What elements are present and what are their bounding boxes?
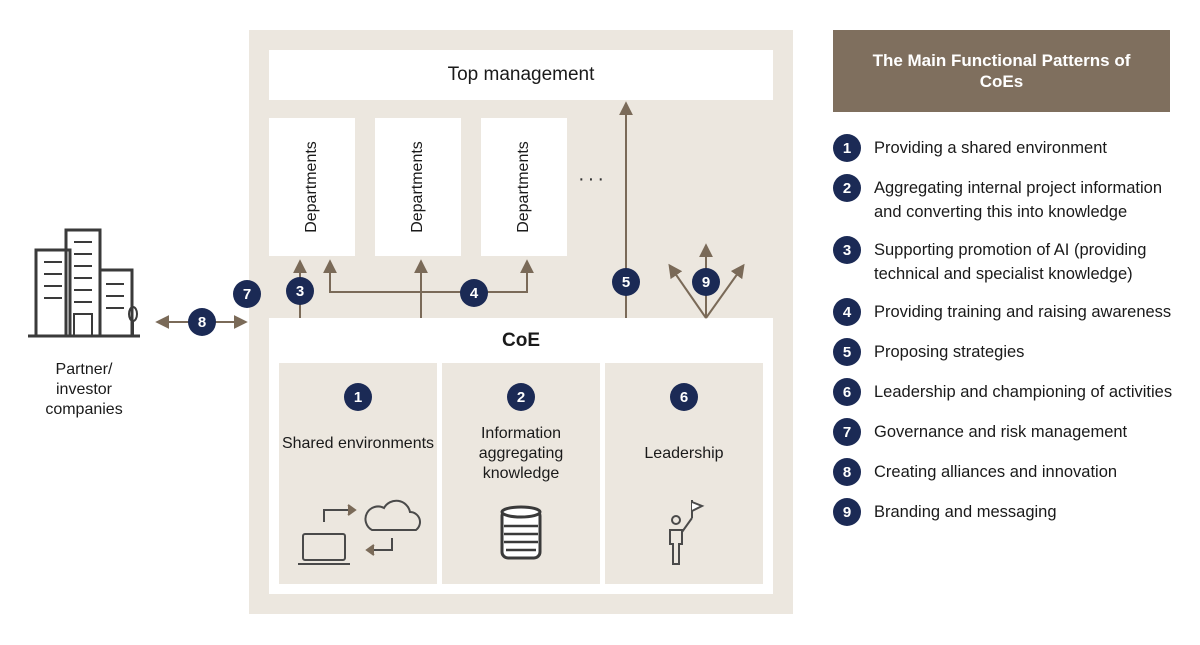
- top-management-box: Top management: [269, 50, 773, 100]
- legend-badge-2: 2: [833, 174, 861, 202]
- legend-title: The Main Functional Patterns of CoEs: [833, 30, 1170, 112]
- legend-item-8: 8 Creating alliances and innovation: [833, 458, 1178, 486]
- partner-companies-label: Partner/ investor companies: [45, 361, 123, 418]
- legend-item-6: 6 Leadership and championing of activiti…: [833, 378, 1178, 406]
- legend-badge-9: 9: [833, 498, 861, 526]
- legend-text-4: Providing training and raising awareness: [874, 303, 1172, 321]
- legend-badge-5: 5: [833, 338, 861, 366]
- more-departments-ellipsis: ···: [578, 168, 607, 190]
- legend-text-6: Leadership and championing of activities: [874, 383, 1173, 401]
- legend-badge-3: 3: [833, 236, 861, 264]
- laptop-cloud-sync-icon: [298, 499, 421, 565]
- legend-text-9: Branding and messaging: [874, 503, 1057, 521]
- legend-badge-4: 4: [833, 298, 861, 326]
- badge-8: 8: [188, 308, 216, 336]
- coe-module-label-6: Leadership: [644, 445, 724, 462]
- badge-7: 7: [233, 280, 261, 308]
- coe-module-badge-6: 6: [670, 383, 698, 411]
- coe-module-badge-2: 2: [507, 383, 535, 411]
- badge-3: 3: [286, 277, 314, 305]
- legend-item-4: 4 Providing training and raising awarene…: [833, 298, 1178, 326]
- office-buildings-icon: [28, 228, 140, 338]
- legend-text-1: Providing a shared environment: [874, 139, 1107, 157]
- legend-text-3: Supporting promotion of AI (providing te…: [874, 241, 1147, 283]
- coe-module-label-1: Shared environments: [281, 435, 435, 452]
- database-icon: [500, 505, 542, 560]
- badge-4: 4: [460, 279, 488, 307]
- branding-arrow-right: [705, 263, 745, 319]
- arrow-training-bracket: [323, 259, 534, 293]
- department-box-2: Departments: [375, 118, 461, 256]
- legend-text-8: Creating alliances and innovation: [874, 463, 1118, 481]
- legend-item-2: 2 Aggregating internal project informati…: [833, 174, 1178, 224]
- coe-module-label-2: Information aggregating knowledge: [478, 425, 564, 482]
- legend-item-7: 7 Governance and risk management: [833, 418, 1178, 446]
- branding-arrow-left: [668, 263, 707, 319]
- legend-badge-6: 6: [833, 378, 861, 406]
- person-flag-icon: [669, 500, 705, 565]
- legend-text-7: Governance and risk management: [874, 423, 1128, 441]
- legend-badge-7: 7: [833, 418, 861, 446]
- badge-5: 5: [612, 268, 640, 296]
- coe-module-badge-1: 1: [344, 383, 372, 411]
- legend-text-2: Aggregating internal project information…: [874, 179, 1163, 221]
- legend-item-1: 1 Providing a shared environment: [833, 134, 1178, 162]
- legend-badge-8: 8: [833, 458, 861, 486]
- badge-9: 9: [692, 268, 720, 296]
- legend-text-5: Proposing strategies: [874, 343, 1025, 361]
- department-box-1: Departments: [269, 118, 355, 256]
- top-management-label: Top management: [447, 64, 595, 85]
- department-box-3: Departments: [481, 118, 567, 256]
- legend-item-5: 5 Proposing strategies: [833, 338, 1178, 366]
- coe-title: CoE: [502, 330, 540, 351]
- legend-item-9: 9 Branding and messaging: [833, 498, 1178, 526]
- legend-item-3: 3 Supporting promotion of AI (providing …: [833, 236, 1178, 286]
- legend-badge-1: 1: [833, 134, 861, 162]
- legend-list: 1 Providing a shared environment 2 Aggre…: [833, 134, 1178, 538]
